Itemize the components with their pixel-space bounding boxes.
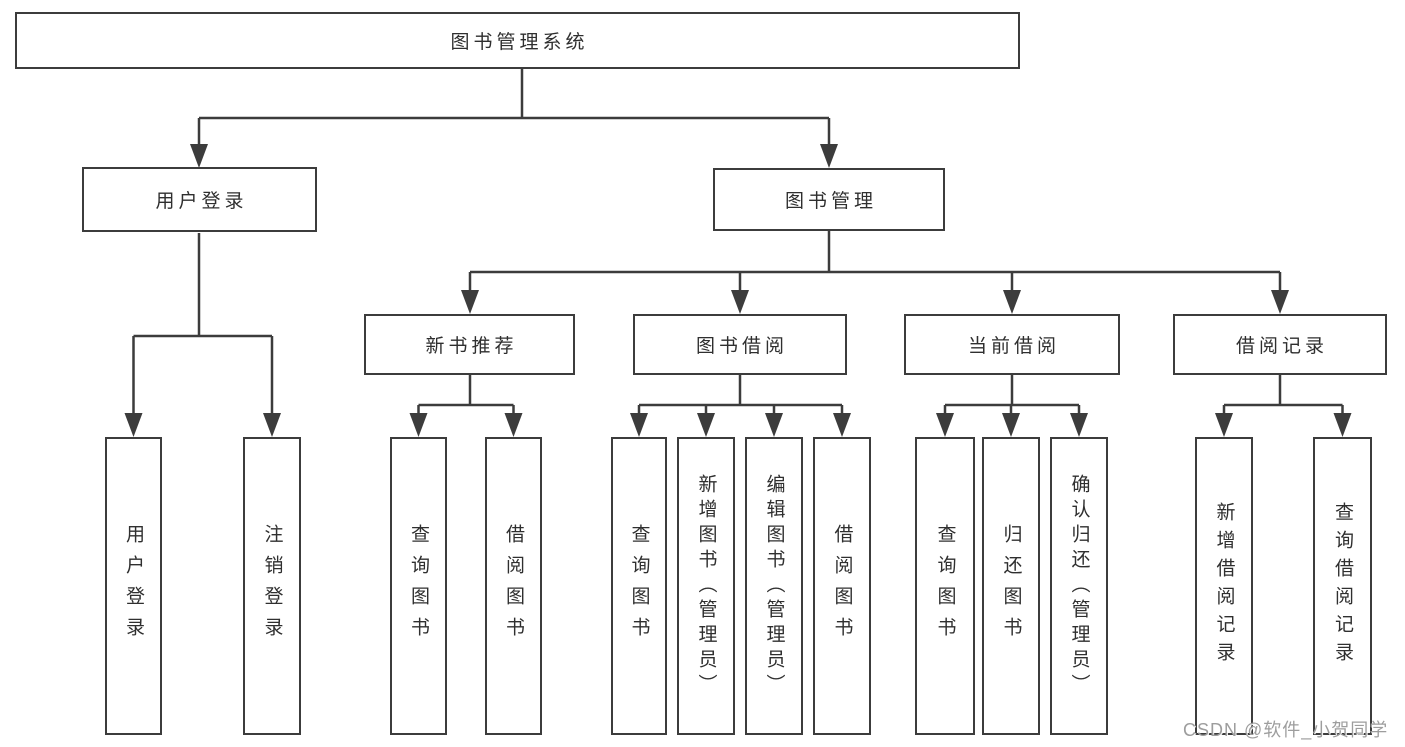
leaf-logout-label: 注销登录 <box>261 524 283 648</box>
leaf-query-books-borrowing-label: 查询图书 <box>628 524 650 648</box>
node-user-login-label: 用户登录 <box>155 191 248 212</box>
node-borrowing-records: 借阅记录 <box>1173 314 1387 375</box>
leaf-user-login: 用户登录 <box>105 437 162 735</box>
node-borrowing-records-label: 借阅记录 <box>1235 336 1328 357</box>
node-user-login: 用户登录 <box>82 167 317 232</box>
leaf-confirm-return-admin-label: 确认归还（管理员） <box>1068 473 1090 699</box>
arrowheads <box>124 144 1352 437</box>
leaf-edit-book-admin: 编辑图书（管理员） <box>745 437 803 735</box>
leaf-return-books-label: 归还图书 <box>1000 524 1022 648</box>
csdn-watermark: CSDN @软件_小贺同学 <box>1183 720 1389 740</box>
leaf-add-book-admin: 新增图书（管理员） <box>677 437 735 735</box>
leaf-query-books-recommend-label: 查询图书 <box>408 524 429 648</box>
leaf-query-books-recommend: 查询图书 <box>390 437 447 735</box>
leaf-edit-book-admin-label: 编辑图书（管理员） <box>763 473 785 699</box>
leaf-borrow-books-recommend: 借阅图书 <box>485 437 542 735</box>
leaf-borrow-books-borrowing: 借阅图书 <box>813 437 871 735</box>
node-new-book-recommendation: 新书推荐 <box>364 314 575 375</box>
node-current-borrowing-label: 当前借阅 <box>967 336 1060 357</box>
leaf-borrow-books-borrowing-label: 借阅图书 <box>831 524 853 648</box>
node-new-book-recommendation-label: 新书推荐 <box>425 336 518 357</box>
leaf-borrow-books-recommend-label: 借阅图书 <box>503 524 524 648</box>
leaf-query-books-current-label: 查询图书 <box>934 524 956 648</box>
leaf-add-borrow-record-label: 新增借阅记录 <box>1213 502 1235 670</box>
leaf-query-borrow-record-label: 查询借阅记录 <box>1332 502 1353 670</box>
leaf-query-books-current: 查询图书 <box>915 437 975 735</box>
connector-lines <box>132 69 1344 415</box>
leaf-user-login-label: 用户登录 <box>123 524 144 648</box>
leaf-return-books: 归还图书 <box>982 437 1040 735</box>
node-root-label: 图书管理系统 <box>450 32 589 53</box>
leaf-add-book-admin-label: 新增图书（管理员） <box>695 473 717 699</box>
node-book-management-label: 图书管理 <box>784 191 877 212</box>
node-current-borrowing: 当前借阅 <box>904 314 1120 375</box>
leaf-query-books-borrowing: 查询图书 <box>611 437 667 735</box>
leaf-query-borrow-record: 查询借阅记录 <box>1313 437 1372 735</box>
leaf-add-borrow-record: 新增借阅记录 <box>1195 437 1253 735</box>
node-book-borrowing-label: 图书借阅 <box>695 336 788 357</box>
leaf-logout: 注销登录 <box>243 437 301 735</box>
node-book-management: 图书管理 <box>713 168 945 231</box>
leaf-confirm-return-admin: 确认归还（管理员） <box>1050 437 1108 735</box>
node-root: 图书管理系统 <box>15 12 1020 69</box>
node-book-borrowing: 图书借阅 <box>633 314 847 375</box>
